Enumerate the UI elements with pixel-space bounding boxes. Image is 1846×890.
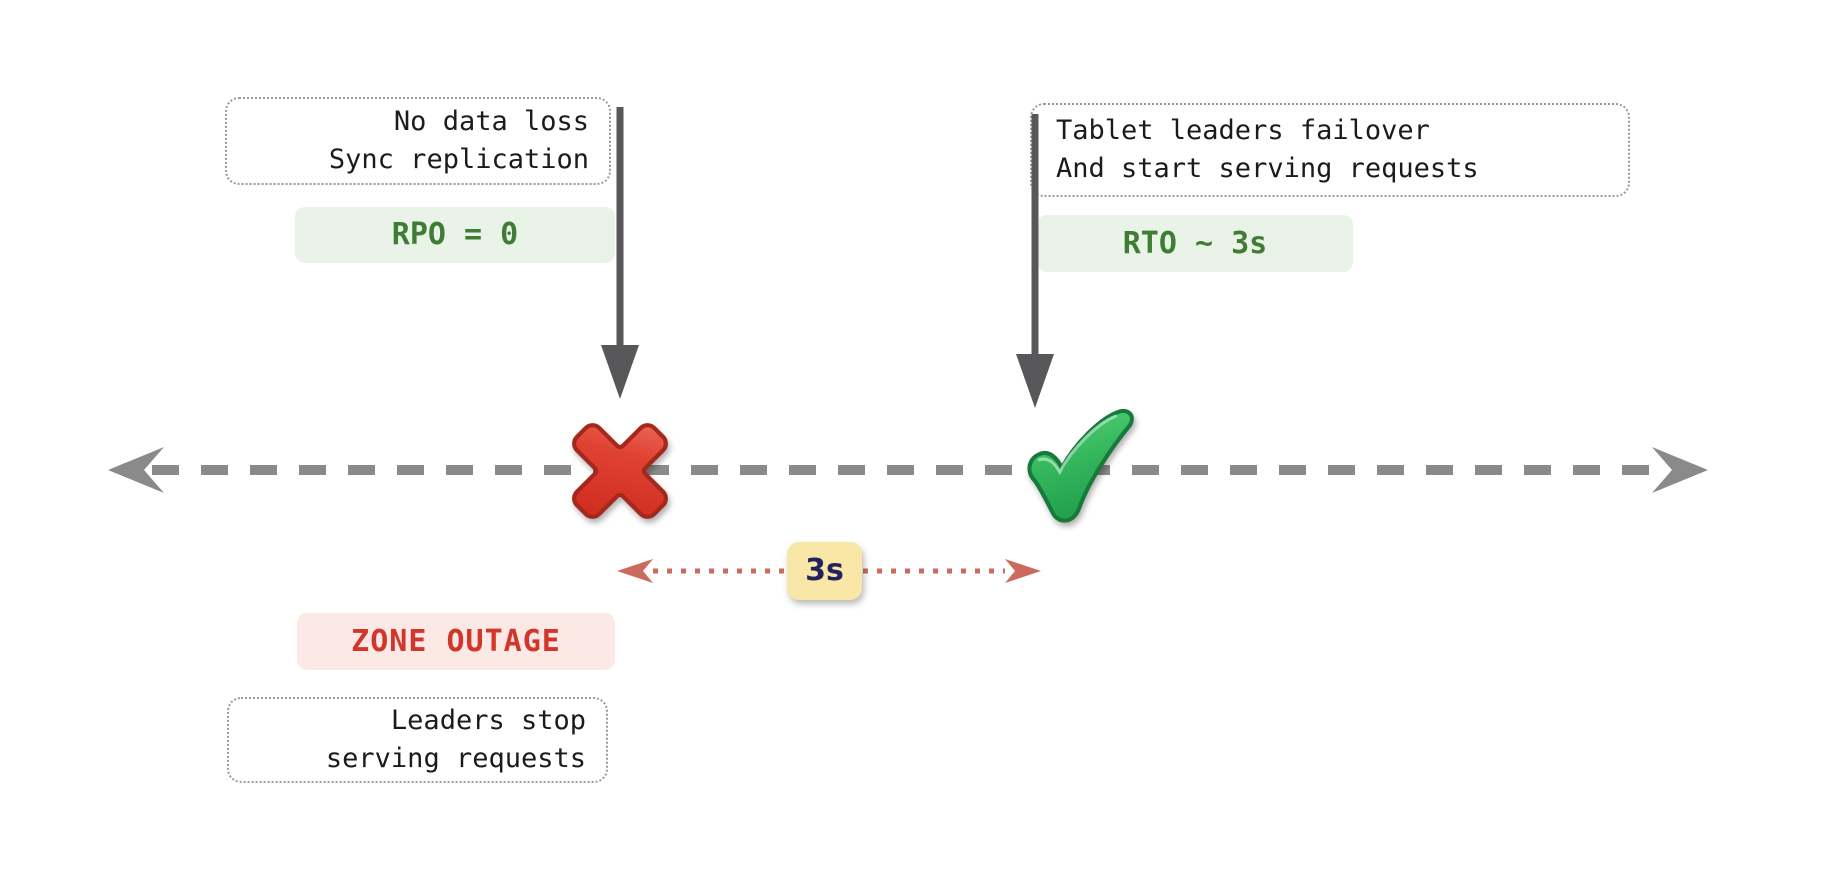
note-line: And start serving requests [1056, 153, 1479, 184]
rpo-badge: RPO = 0 [295, 207, 615, 263]
rto-badge: RTO ~ 3s [1037, 215, 1353, 272]
check-mark-icon [1027, 409, 1134, 523]
down-arrow-icon [601, 107, 639, 399]
zone-outage-badge: ZONE OUTAGE [297, 613, 615, 670]
leaders-stop-note: Leaders stop serving requests [227, 697, 608, 783]
timeline-dashed-axis-icon [108, 447, 1708, 493]
down-arrow-icon [1016, 114, 1054, 408]
note-line: serving requests [325, 743, 586, 774]
sync-replication-note: No data loss Sync replication [225, 97, 611, 185]
note-line: Tablet leaders failover [1056, 115, 1430, 146]
note-line: Leaders stop [390, 705, 586, 736]
cross-mark-icon [572, 423, 668, 519]
duration-span-arrow-icon [617, 559, 1041, 583]
note-line: No data loss [393, 106, 589, 137]
duration-badge: 3s [787, 542, 862, 600]
note-line: Sync replication [328, 144, 589, 175]
tablet-failover-note: Tablet leaders failover And start servin… [1030, 103, 1630, 197]
